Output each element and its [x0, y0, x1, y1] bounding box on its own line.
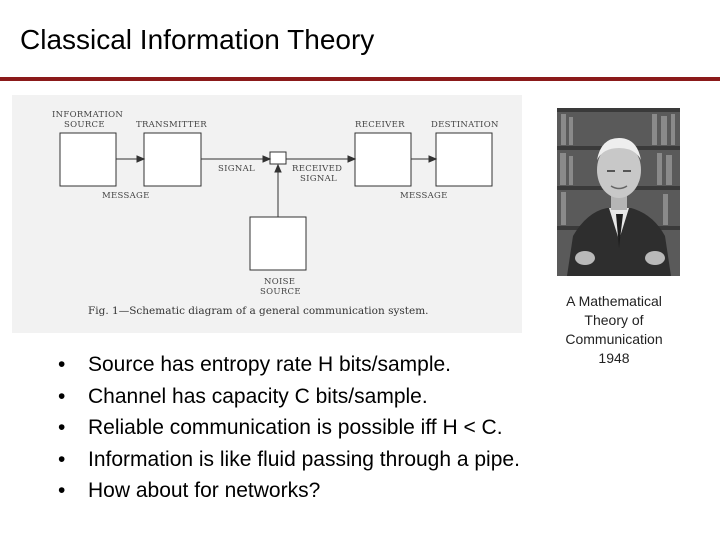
receiver-label: RECEIVER: [355, 120, 405, 130]
bullet-item: • Reliable communication is possible iff …: [58, 412, 520, 444]
signal-label: SIGNAL: [218, 164, 255, 174]
bullet-item: • Information is like fluid passing throu…: [58, 444, 520, 476]
bullet-text: Information is like fluid passing throug…: [88, 447, 520, 471]
message-left-label: MESSAGE: [102, 191, 150, 201]
bullet-item: • Channel has capacity C bits/sample.: [58, 381, 520, 413]
information-source-box: [59, 132, 117, 187]
bullet-glyph: •: [58, 416, 66, 439]
bullet-item: • Source has entropy rate H bits/sample.: [58, 349, 520, 381]
noise-source-box: [249, 216, 307, 271]
channel-box: [269, 151, 287, 165]
message-right-label: MESSAGE: [400, 191, 448, 201]
photo-caption-line: Communication: [565, 331, 663, 347]
photo-caption-line: A Mathematical: [566, 293, 662, 309]
destination-box: [435, 132, 493, 187]
photo-caption: A Mathematical Theory of Communication 1…: [550, 292, 678, 368]
portrait-photo: [557, 108, 680, 276]
diagram-caption: Fig. 1—Schematic diagram of a general co…: [88, 305, 429, 317]
bullet-text: How about for networks?: [88, 479, 321, 502]
transmitter-label: TRANSMITTER: [136, 120, 207, 130]
bullet-text: Channel has capacity C bits/sample.: [88, 384, 428, 408]
received-signal-label-line1: RECEIVED: [292, 164, 342, 174]
bullet-glyph: •: [58, 447, 66, 471]
noise-source-label-line1: NOISE: [264, 277, 295, 287]
photo-caption-line: Theory of: [584, 312, 644, 328]
communication-diagram: INFORMATION SOURCE TRANSMITTER RECEIVER …: [12, 95, 522, 333]
bullet-text: Source has entropy rate H bits/sample.: [88, 353, 452, 376]
photo-caption-line: 1948: [598, 350, 630, 366]
bullet-glyph: •: [58, 353, 66, 376]
bullet-list: •Source has entropy rate H bits/sample. …: [58, 349, 520, 507]
bullet-item: • How about for networks?: [58, 475, 520, 507]
bullet-glyph: •: [58, 479, 66, 502]
bullet-text: Reliable communication is possible iff H…: [88, 416, 503, 439]
noise-source-label-line2: SOURCE: [260, 287, 301, 297]
destination-label: DESTINATION: [431, 120, 499, 130]
receiver-box: [354, 132, 412, 187]
information-source-label-line1: INFORMATION: [52, 110, 123, 120]
title-divider: [0, 77, 720, 81]
bullet-glyph: •: [58, 384, 66, 408]
received-signal-label-line2: SIGNAL: [300, 174, 337, 184]
slide-title: Classical Information Theory: [20, 24, 375, 55]
information-source-label-line2: SOURCE: [64, 120, 105, 130]
transmitter-box: [143, 132, 202, 187]
